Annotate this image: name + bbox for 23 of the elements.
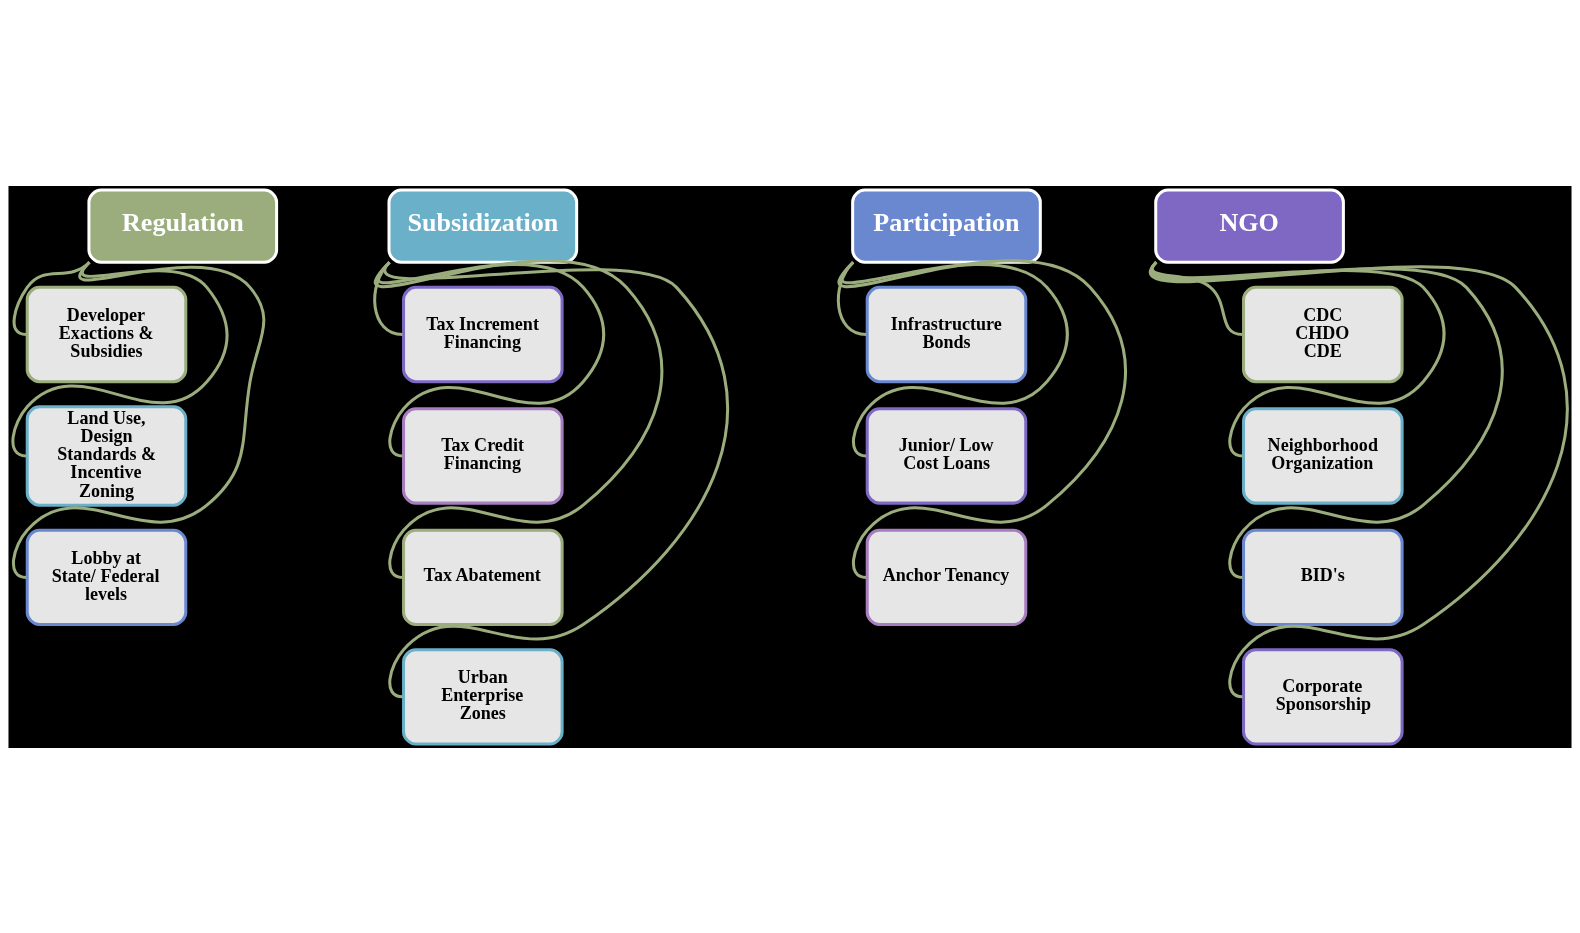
node-box: Tax Credit Financing: [402, 406, 564, 505]
node-box: BID's: [1242, 528, 1404, 626]
connector: [383, 261, 729, 698]
connector: [11, 260, 266, 579]
node-box: Neighborhood Organization: [1242, 406, 1404, 505]
node-box: Junior/ Low Cost Loans: [865, 406, 1028, 505]
node-box: Infrastructure Bonds: [865, 285, 1028, 383]
node-box: CDC CHDO CDE: [1242, 285, 1404, 383]
node-box: Subsidization: [387, 188, 579, 264]
node-box: NGO: [1154, 188, 1345, 264]
node-box: Land Use, Design Standards & Incentive Zoning: [25, 404, 188, 507]
node-box: Regulation: [87, 188, 279, 264]
node-box: Lobby at State/ Federal levels: [25, 528, 188, 626]
node-box: Tax Abatement: [402, 528, 564, 626]
node-box: Participation: [851, 188, 1042, 264]
node-box: Tax Increment Financing: [402, 285, 564, 383]
connector: [377, 260, 606, 457]
node-box: Developer Exactions & Subsidies: [25, 285, 188, 383]
node-box: Anchor Tenancy: [865, 528, 1028, 626]
connector: [841, 260, 1069, 457]
node-box: Corporate Sponsorship: [1242, 647, 1404, 745]
connector: [374, 258, 663, 579]
node-box: Urban Enterprise Zones: [402, 647, 564, 745]
